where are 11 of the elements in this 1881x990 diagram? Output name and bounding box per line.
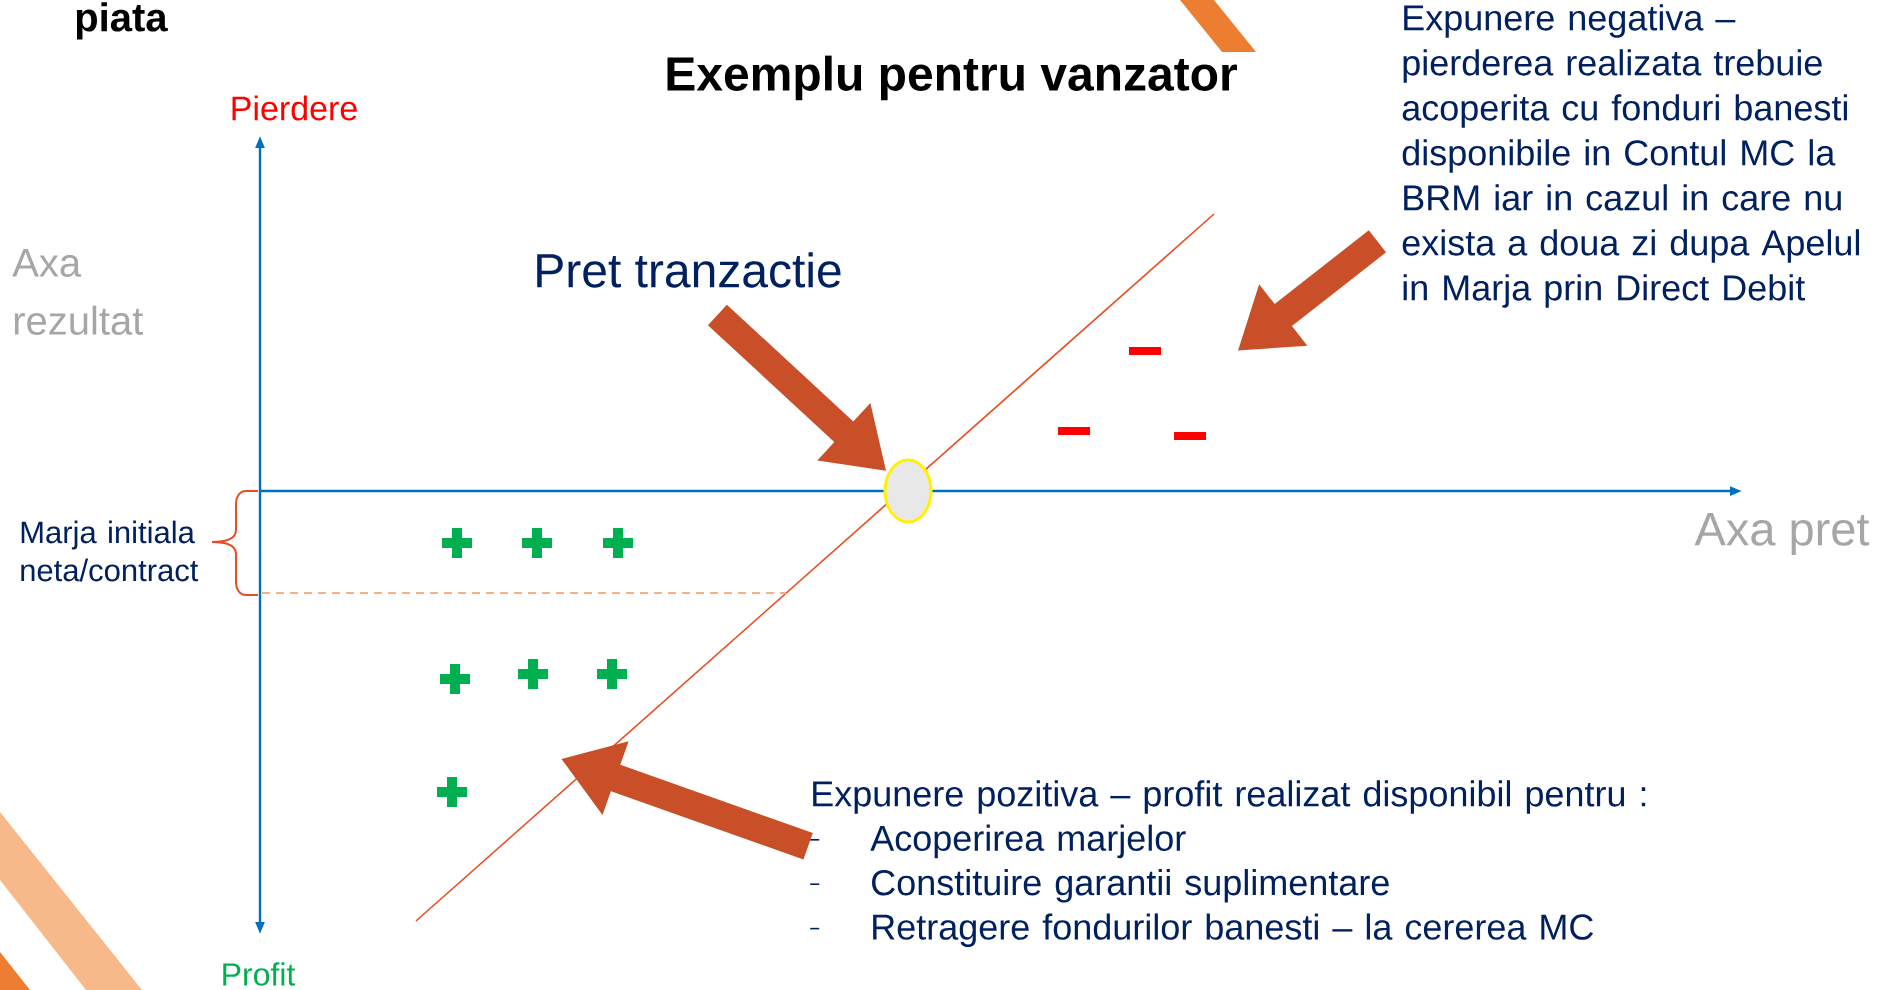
axis-label: Axa rezultat [12, 249, 144, 335]
callout-text: Expunere pozitiva – profit realizat disponibil pentru : Acoperirea marjelor Constituire garantii suplimentare Retragere fondurilor banesti – la cererea MC [809, 780, 1646, 947]
axis-label: Axa pret [1694, 512, 1870, 556]
title: Exemplu pentru vanzator [667, 55, 1237, 101]
price-point [883, 458, 933, 524]
axis-label: Profit [223, 962, 296, 986]
price-label: Pret tranzactie [537, 252, 841, 288]
axis-label: Pierdere [232, 95, 357, 121]
axis-label: piata [76, 2, 168, 40]
callout-text: Expunere negativa – pierderea realizata trebuie acoperita cu fonduri banesti disponibile in Contul MC la BRM iar in cazul in care nu exista a doua zi dupa Apelul in Marja prin Direct Debit [1402, 4, 1859, 308]
axis-label: Marja initiala neta/contract [21, 520, 199, 582]
